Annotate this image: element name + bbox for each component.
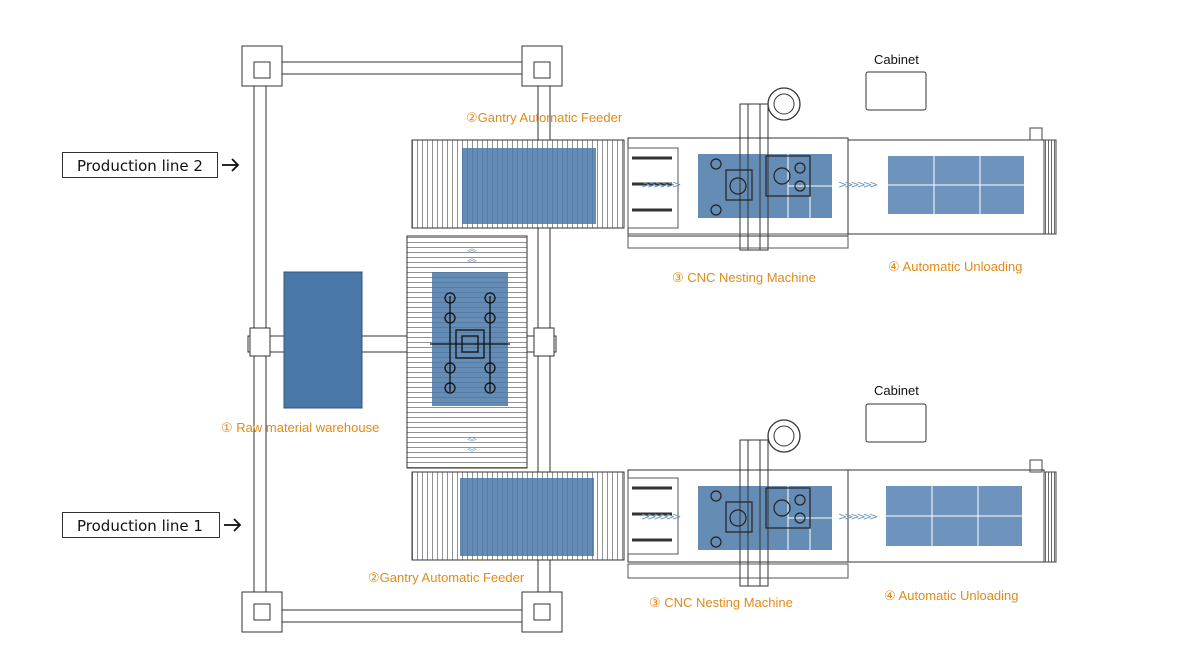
cnc-nesting-bottom-label: ③ CNC Nesting Machine	[649, 595, 793, 610]
raw-material-block	[283, 271, 363, 409]
arrow-right-icon	[222, 158, 240, 172]
svg-text:︽: ︽	[467, 254, 477, 265]
svg-text:︾: ︾	[467, 447, 477, 459]
cabinet-box-top	[865, 71, 927, 111]
cnc-machine-bottom: >>>>>>	[627, 419, 849, 587]
feeder-table-bottom	[411, 471, 625, 561]
cabinet-top-label: Cabinet	[874, 52, 919, 67]
gantry-feeder-top-label: ②Gantry Automatic Feeder	[466, 110, 623, 125]
svg-text:︾: ︾	[467, 437, 477, 449]
automatic-unloading-top-label: ④ Automatic Unloading	[888, 259, 1023, 274]
svg-text:>>>>>>: >>>>>>	[641, 510, 681, 523]
cnc-nesting-top-label: ③ CNC Nesting Machine	[672, 270, 816, 285]
unloading-table-bottom: >>>>>>	[838, 459, 1057, 563]
arrow-right-icon	[224, 518, 242, 532]
cnc-machine-top: >>>>>>	[627, 87, 849, 251]
automatic-unloading-bottom-label: ④ Automatic Unloading	[884, 588, 1019, 603]
production-line-1-label: Production line 1	[62, 512, 220, 538]
svg-text:>>>>>>: >>>>>>	[641, 178, 681, 191]
cabinet-bottom-label: Cabinet	[874, 383, 919, 398]
svg-text:>>>>>>: >>>>>>	[838, 178, 878, 191]
svg-text:>>>>>>: >>>>>>	[838, 510, 878, 523]
cabinet-box-bottom	[865, 403, 927, 443]
feeder-table-top	[411, 139, 625, 229]
central-buffer-table: ︽ ︽ ︾ ︾	[406, 235, 528, 469]
production-line-2-label: Production line 2	[62, 152, 218, 178]
raw-material-warehouse-label: ① Raw material warehouse	[221, 420, 380, 435]
unloading-table-top: >>>>>>	[838, 127, 1057, 235]
gantry-feeder-bottom-label: ②Gantry Automatic Feeder	[368, 570, 525, 585]
svg-text:︽: ︽	[467, 244, 477, 255]
gantry-frame	[241, 45, 563, 633]
